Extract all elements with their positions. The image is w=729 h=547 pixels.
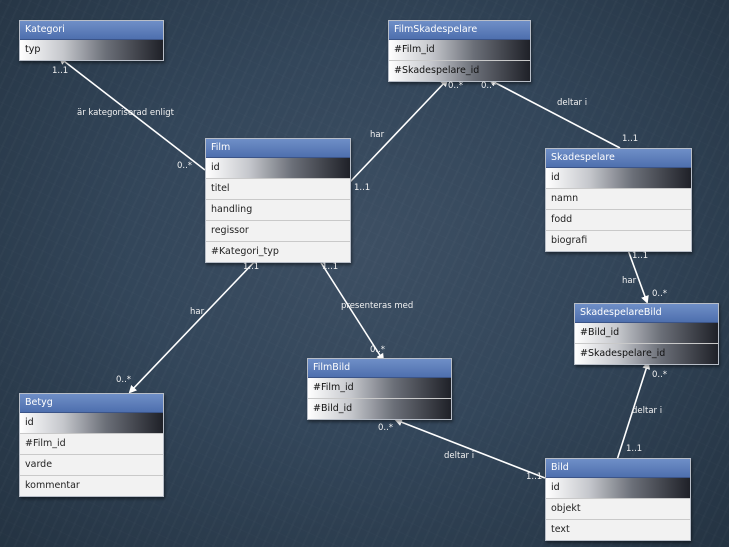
entity-attribute: regissor — [206, 221, 350, 242]
entity-attribute: id — [546, 478, 690, 499]
entity-attribute: objekt — [546, 499, 690, 520]
cardinality-label: 0..* — [378, 423, 394, 433]
entity-attribute: id — [20, 413, 163, 434]
entity-attribute: id — [546, 168, 691, 189]
entity-attribute: fodd — [546, 210, 691, 231]
cardinality-label: 0..* — [116, 375, 132, 385]
relation-label: har — [370, 130, 385, 140]
entity-attribute: #Film_id — [20, 434, 163, 455]
relation-label: har — [622, 276, 637, 286]
cardinality-label: 0..* — [448, 81, 464, 91]
line-film-filmbild — [317, 257, 385, 362]
cardinality-label: 1..1 — [322, 262, 339, 272]
entity-attribute: id — [206, 158, 350, 179]
entity-bild[interactable]: Bild id objekt text — [545, 458, 691, 541]
entity-title: Kategori — [20, 21, 163, 40]
cardinality-label: 0..* — [177, 161, 193, 171]
entity-attribute: #Film_id — [308, 378, 451, 399]
relation-label: deltar i — [444, 451, 475, 461]
entity-filmbild[interactable]: FilmBild #Film_id #Bild_id — [307, 358, 452, 420]
relation-label: är kategoriserad enligt — [77, 108, 174, 118]
cardinality-label: 1..1 — [622, 134, 639, 144]
relation-label: presenteras med — [341, 301, 414, 311]
entity-attribute: kommentar — [25, 480, 80, 491]
cardinality-label: 1..1 — [626, 444, 643, 454]
cardinality-label: 1..1 — [243, 262, 260, 272]
line-skadespelare-filmskadespelare — [488, 79, 621, 149]
entity-skadespelare[interactable]: Skadespelare id namn fodd biografi — [545, 148, 692, 252]
entity-title: Betyg — [20, 394, 163, 413]
entity-attribute: #Skadespelare_id — [389, 61, 530, 81]
entity-film[interactable]: Film id titel handling regissor #Kategor… — [205, 138, 351, 263]
cardinality-label: 1..1 — [632, 251, 649, 261]
entity-attribute: #Bild_id — [575, 323, 718, 344]
line-film-filmskadespelare — [349, 78, 449, 183]
cardinality-label: 0..* — [370, 345, 386, 355]
entity-attribute: handling — [206, 200, 350, 221]
entity-betyg[interactable]: Betyg id #Film_id varde kommentar — [19, 393, 164, 497]
entity-title: Film — [206, 139, 350, 158]
relation-label: deltar i — [557, 98, 588, 108]
entity-filmskadespelare[interactable]: FilmSkadespelare #Film_id #Skadespelare_… — [388, 20, 531, 82]
entity-title: Bild — [546, 459, 690, 478]
line-bild-filmbild — [394, 418, 546, 479]
relation-label: har — [190, 307, 205, 317]
cardinality-label: 0..* — [652, 370, 668, 380]
entity-title: FilmSkadespelare — [389, 21, 530, 40]
entity-attribute: text — [551, 524, 570, 535]
entity-attribute: #Film_id — [389, 40, 530, 61]
entity-title: SkadespelareBild — [575, 304, 718, 323]
cardinality-label: 1..1 — [52, 66, 69, 76]
entity-kategori[interactable]: Kategori typ — [19, 20, 164, 61]
line-skadespelare-skadespelarebild — [627, 249, 649, 304]
entity-attribute: titel — [206, 179, 350, 200]
entity-attribute: biografi — [551, 235, 588, 246]
relation-label: deltar i — [632, 406, 663, 416]
entity-attribute: #Kategori_typ — [211, 246, 279, 257]
cardinality-label: 0..* — [481, 81, 497, 91]
cardinality-label: 0..* — [652, 289, 668, 299]
entity-attribute: #Bild_id — [308, 399, 451, 419]
entity-title: Skadespelare — [546, 149, 691, 168]
entity-attribute: typ — [20, 40, 163, 60]
entity-attribute: varde — [20, 455, 163, 476]
entity-skadespelarebild[interactable]: SkadespelareBild #Bild_id #Skadespelare_… — [574, 303, 719, 365]
line-film-betyg — [128, 257, 259, 394]
entity-title: FilmBild — [308, 359, 451, 378]
entity-attribute: namn — [546, 189, 691, 210]
cardinality-label: 1..1 — [526, 472, 543, 482]
line-bild-skadespelarebild — [616, 361, 650, 461]
line-film-kategori — [58, 56, 206, 171]
cardinality-label: 1..1 — [354, 183, 371, 193]
entity-attribute: #Skadespelare_id — [575, 344, 718, 364]
